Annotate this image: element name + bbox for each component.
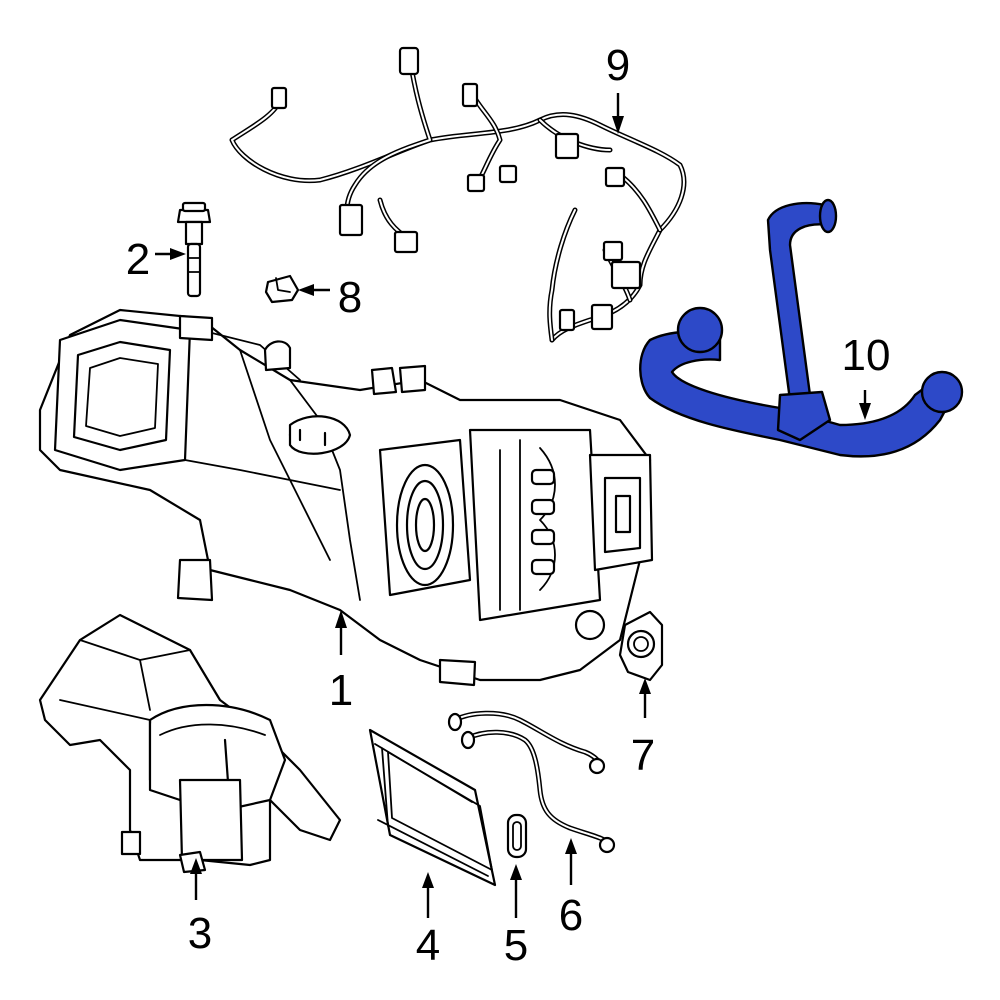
svg-text:4: 4 bbox=[416, 921, 440, 970]
bolt[interactable] bbox=[176, 201, 212, 298]
callout-7: 7 bbox=[631, 678, 655, 780]
blower-assembly[interactable] bbox=[38, 613, 342, 874]
callout-1: 1 bbox=[329, 610, 353, 715]
callout-5: 5 bbox=[504, 864, 528, 970]
svg-text:10: 10 bbox=[842, 331, 891, 380]
callout-3: 3 bbox=[188, 858, 212, 958]
hose-branch bbox=[766, 201, 832, 402]
heater-hose[interactable] bbox=[639, 198, 964, 458]
wiring-harness[interactable] bbox=[229, 46, 687, 343]
svg-text:2: 2 bbox=[126, 235, 150, 284]
hose-tee bbox=[776, 390, 832, 442]
svg-text:8: 8 bbox=[338, 273, 362, 322]
hose-end-top bbox=[818, 198, 838, 234]
callout-6: 6 bbox=[559, 838, 583, 940]
callout-9: 9 bbox=[606, 41, 630, 134]
svg-text:6: 6 bbox=[559, 891, 583, 940]
sensor-bracket[interactable] bbox=[618, 610, 664, 682]
callout-2: 2 bbox=[126, 235, 186, 284]
svg-text:9: 9 bbox=[606, 41, 630, 90]
svg-text:7: 7 bbox=[631, 731, 655, 780]
clip[interactable] bbox=[264, 274, 300, 304]
hose-end-right bbox=[920, 370, 964, 414]
gasket[interactable] bbox=[506, 813, 528, 859]
evaporator-core[interactable] bbox=[368, 728, 497, 887]
callout-8: 8 bbox=[298, 273, 362, 322]
svg-text:5: 5 bbox=[504, 921, 528, 970]
hose-main bbox=[639, 330, 957, 458]
svg-text:3: 3 bbox=[188, 909, 212, 958]
callout-4: 4 bbox=[416, 872, 440, 970]
ac-tube[interactable] bbox=[447, 710, 616, 854]
hose-end-left bbox=[676, 306, 724, 354]
callout-10: 10 bbox=[842, 331, 891, 420]
svg-text:1: 1 bbox=[329, 666, 353, 715]
hvac-housing[interactable] bbox=[38, 308, 654, 687]
